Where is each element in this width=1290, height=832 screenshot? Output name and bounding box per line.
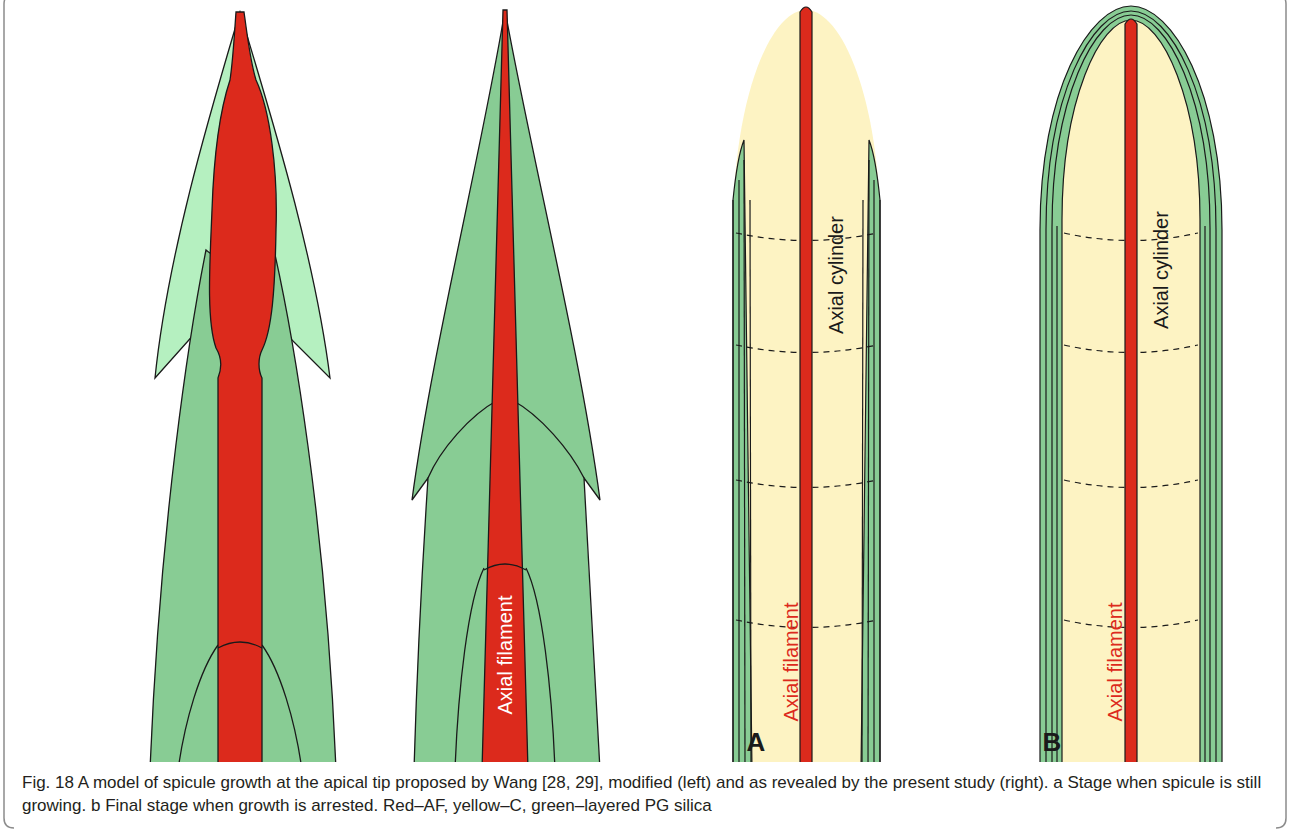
- wang-final-tip: [412, 10, 600, 770]
- axial-filament-label: Axial filament: [495, 596, 515, 715]
- present-growing-tip: [733, 7, 880, 770]
- axial-filament-label: Axial filament: [1105, 603, 1125, 722]
- panel-letter: B: [1043, 729, 1062, 755]
- figure-frame-corner: [4, 762, 14, 828]
- figure-frame-corner: [1276, 762, 1286, 828]
- axial-cylinder-label: Axial cylinder: [826, 216, 846, 334]
- figure-frame: [4, 0, 1286, 828]
- wang-growing-tip: [150, 12, 336, 770]
- present-final-tip: [1040, 6, 1222, 770]
- axial-filament-label: Axial filament: [781, 603, 801, 722]
- axial-cylinder-label: Axial cylinder: [1151, 211, 1171, 329]
- panel-letter: A: [747, 729, 766, 755]
- caption-ground: [0, 762, 1290, 832]
- figure-caption: Fig. 18 A model of spicule growth at the…: [22, 772, 1268, 818]
